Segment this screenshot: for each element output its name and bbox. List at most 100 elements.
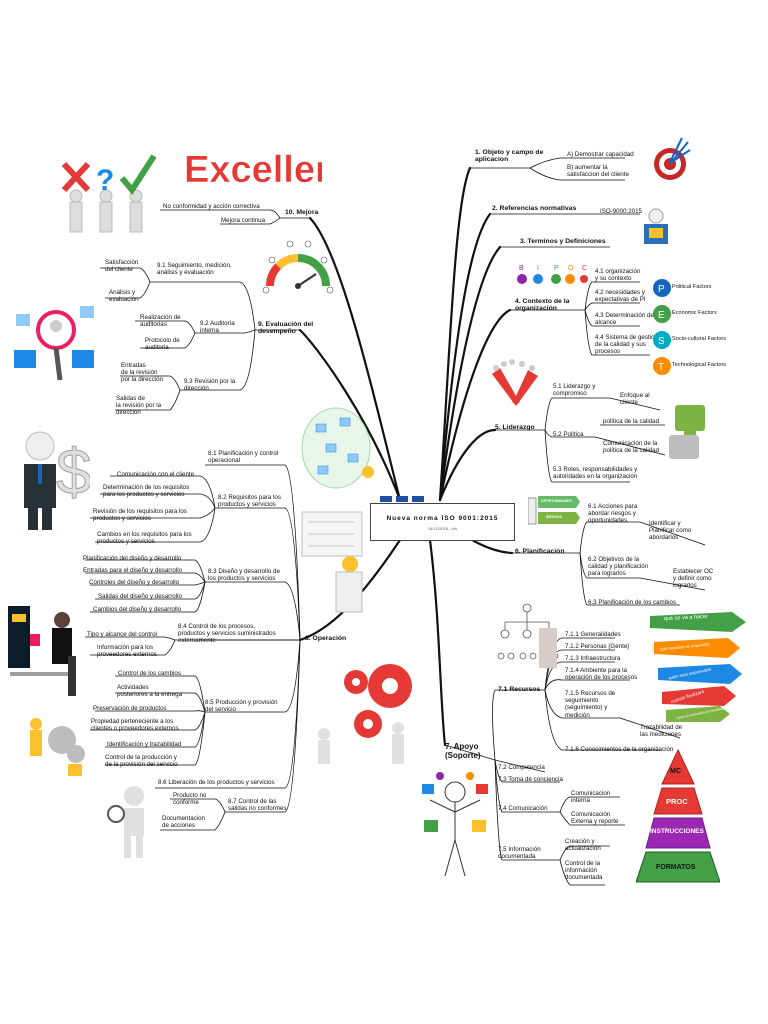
branch-6-1[interactable]: 6.1 Acciones para abordar riesgos y opor…: [588, 503, 638, 525]
branch-4-title[interactable]: 4. Contexto de la organización: [515, 298, 570, 313]
branch-4-4[interactable]: 4.4 Sistema de gestión de la calidad y s…: [595, 334, 658, 356]
branch-7-4b[interactable]: Comunicación Externa y reporte: [571, 811, 619, 826]
engineer-drawing-icon: [300, 508, 366, 620]
branch-6-1a[interactable]: Identificar y Planificar como abordarlos: [649, 520, 692, 542]
branch-2-title[interactable]: 2. Referencias normativas: [492, 205, 577, 212]
pest-socio-cultural: Socio-cultural Factors: [672, 336, 727, 342]
leader-figures-icon: [488, 358, 544, 414]
branch-9-2b[interactable]: Protocolo de auditoria: [145, 337, 180, 352]
branch-7-title[interactable]: 7. Apoyo (Soporte): [445, 742, 481, 760]
branch-8-4a[interactable]: Tipo y alcance del control: [87, 631, 157, 638]
branch-8-2d[interactable]: Cambios en los requisitos para los produ…: [97, 531, 192, 546]
branch-7-4[interactable]: 7.4 Comunicación: [498, 805, 548, 812]
branch-7-5[interactable]: 7.5 Información documentada: [498, 846, 541, 861]
opportunities-risks-icon: [528, 492, 582, 526]
branch-5-1[interactable]: 5.1 Liderazgo y compromiso: [553, 383, 596, 398]
branch-8-4b[interactable]: Información para los proveedores externo…: [97, 644, 157, 659]
branch-2-iso[interactable]: ISO-9000:2015: [600, 208, 642, 215]
branch-8-2b[interactable]: Determinación de los requisitos para los…: [103, 484, 190, 499]
branch-8-title[interactable]: 8. Operación: [305, 635, 347, 642]
branch-5-1a[interactable]: Enfoque al cliente: [620, 392, 650, 407]
branch-10-a[interactable]: No conformidad y acción correctiva: [163, 203, 260, 210]
branch-9-3a[interactable]: Entradas de la revisión por la dirección: [121, 362, 163, 384]
branch-8-5d[interactable]: Propiedad perteneciente a los clientes o…: [91, 718, 179, 733]
connector-b5: [438, 428, 497, 502]
branch-9-title[interactable]: 9. Evaluación del desempeño: [258, 321, 314, 336]
branch-1-title[interactable]: 1. Objeto y campo de aplicacion: [475, 149, 544, 164]
magnifier-analytics-icon: [10, 296, 102, 386]
branch-8-5b[interactable]: Actividades posteriores a la entrega: [117, 684, 183, 699]
branch-7-1-4[interactable]: 7.1.4 Ambiente para la operación de los …: [565, 667, 638, 682]
branch-8-5c[interactable]: Preservación de productos: [93, 705, 167, 712]
branch-8-4[interactable]: 8.4 Control de los procesos, productos y…: [178, 623, 276, 645]
branch-5-2a[interactable]: Comunicación de la política de la calida…: [603, 440, 660, 455]
central-topic[interactable]: Nueva norma ISO 9001:2015 14/12/2016 - v…: [370, 503, 515, 541]
branch-8-3d[interactable]: Salidas del diseño y desarrollo: [98, 593, 182, 600]
branch-9-2[interactable]: 9.2 Auditoría interna: [200, 320, 235, 335]
branch-5-3[interactable]: 5.3 Roles, responsabilidades y autoridad…: [553, 466, 638, 481]
branch-7-5b[interactable]: Control de la información documentada: [565, 860, 603, 882]
gears-push-icon: [312, 652, 412, 770]
branch-4-2[interactable]: 4.2 necesidades y expectativas de PI: [595, 289, 646, 304]
branch-8-2a[interactable]: Comunicación con el cliente: [117, 471, 195, 478]
branch-8-5e[interactable]: Identificación y trazabilidad: [107, 741, 182, 748]
branch-10-b[interactable]: Mejora continua: [221, 217, 266, 224]
branch-8-3b[interactable]: Entradas para el diseño y desarrollo: [83, 567, 183, 574]
svg-text:S: S: [658, 336, 665, 347]
branch-4-3[interactable]: 4.3 Determinación del alcance: [595, 312, 656, 327]
branch-4-1[interactable]: 4.1 organización y su contexto: [595, 268, 641, 283]
branch-8-5a[interactable]: Control de los cambios: [118, 670, 181, 677]
branch-7-1-3[interactable]: 7.1.3 Infraestructura: [565, 655, 621, 662]
branch-9-1b[interactable]: Análisis y evaluación: [109, 289, 139, 304]
svg-text:P: P: [658, 284, 665, 295]
branch-8-7b[interactable]: Documentacion de acciones: [162, 815, 205, 830]
branch-5-1b[interactable]: política de la calidad: [603, 418, 660, 425]
branch-8-3a[interactable]: Planificación del diseño y desarrollo: [83, 555, 182, 562]
pyramid-proc: PROC: [666, 797, 688, 806]
branch-7-3[interactable]: 7.3 Toma de conciencia: [498, 776, 563, 783]
xqv-figures-icon: ?: [60, 150, 156, 234]
branch-9-1[interactable]: 9.1 Seguimiento, medición, análisis y ev…: [157, 262, 232, 277]
branch-8-3[interactable]: 8.3 Diseño y desarrollo de los productos…: [208, 568, 280, 583]
branch-6-title[interactable]: 6. Planificación: [515, 548, 565, 555]
branch-7-1-6[interactable]: 7.1.6 Conocimientos de la organización: [565, 746, 674, 753]
branch-1-a[interactable]: A) Demostrar capacidad: [567, 151, 634, 158]
branch-8-5f[interactable]: Control de la producción y de la provisi…: [105, 754, 178, 769]
branch-8-7a[interactable]: Producto no conforme: [173, 792, 207, 807]
branch-9-3b[interactable]: Salidas de la revisión por la dirección: [116, 395, 162, 417]
branch-7-1-5a[interactable]: Trazabilidad de las mediciones: [640, 724, 683, 739]
branch-8-5[interactable]: 8.5 Producción y provisión del servicio: [205, 699, 278, 714]
pest-political: Political Factors: [672, 284, 712, 290]
connector-b2: [438, 212, 492, 502]
branch-9-1a[interactable]: Satisfacción del cliente: [105, 259, 139, 274]
branch-8-2c[interactable]: Revisión de los requisitos para los prod…: [93, 508, 187, 523]
branch-7-1-1[interactable]: 7.1.1 Generalidades: [565, 631, 621, 638]
branch-7-5a[interactable]: Creación y actualización: [565, 838, 601, 853]
gears-team-icon: [12, 708, 88, 780]
branch-1-b[interactable]: B) aumentar la satisfaccion del cliente: [567, 164, 629, 179]
branch-9-2a[interactable]: Realización de auditorias: [140, 314, 181, 329]
branch-7-1-5[interactable]: 7.1.5 Recursos de seguimiento (seguimien…: [565, 690, 616, 719]
branch-8-6[interactable]: 8.6 Liberación de los productos y servic…: [158, 779, 275, 786]
branch-7-1-2[interactable]: 7.1.2 Personas (Gente): [565, 643, 630, 650]
branch-7-1[interactable]: 7.1 Recursos: [498, 686, 541, 693]
branch-8-7[interactable]: 8.7 Control de las salidas no conformes: [228, 798, 287, 813]
branch-7-2[interactable]: 7.2 Competencia: [498, 764, 545, 771]
branch-8-2[interactable]: 8.2 Requisitos para los productos y serv…: [218, 494, 281, 509]
branch-6-3[interactable]: 6.3 Planificación de los cambios: [588, 599, 677, 606]
branch-8-1[interactable]: 8.1 Planificación y control operacional: [208, 450, 279, 465]
branch-3-title[interactable]: 3. Terminos y Definiciones: [520, 238, 606, 245]
central-topic-title: Nueva norma ISO 9001:2015: [386, 515, 499, 522]
branch-9-3[interactable]: 9.3 Revisión por la dirección: [184, 378, 236, 393]
person-book-icon: [640, 208, 672, 248]
branch-10-title[interactable]: 10. Mejora: [285, 209, 319, 216]
excellence-banner: Excellence: [182, 142, 322, 192]
pest-circles: P E S T: [652, 278, 672, 376]
branch-8-3e[interactable]: Cambios del diseño y desarrollo: [93, 606, 182, 613]
branch-5-title[interactable]: 5. Liderazgo: [495, 424, 535, 431]
branch-6-2[interactable]: 6.2 Objetivos de la calidad y planificac…: [588, 556, 649, 578]
branch-6-2a[interactable]: Establecer OC y definir como lograrlos: [673, 568, 714, 590]
branch-7-4a[interactable]: Comunicacion interna: [571, 790, 611, 805]
branch-8-3c[interactable]: Controles del diseño y desarrollo: [89, 579, 180, 586]
branch-5-2[interactable]: 5.2 Política: [553, 431, 584, 438]
